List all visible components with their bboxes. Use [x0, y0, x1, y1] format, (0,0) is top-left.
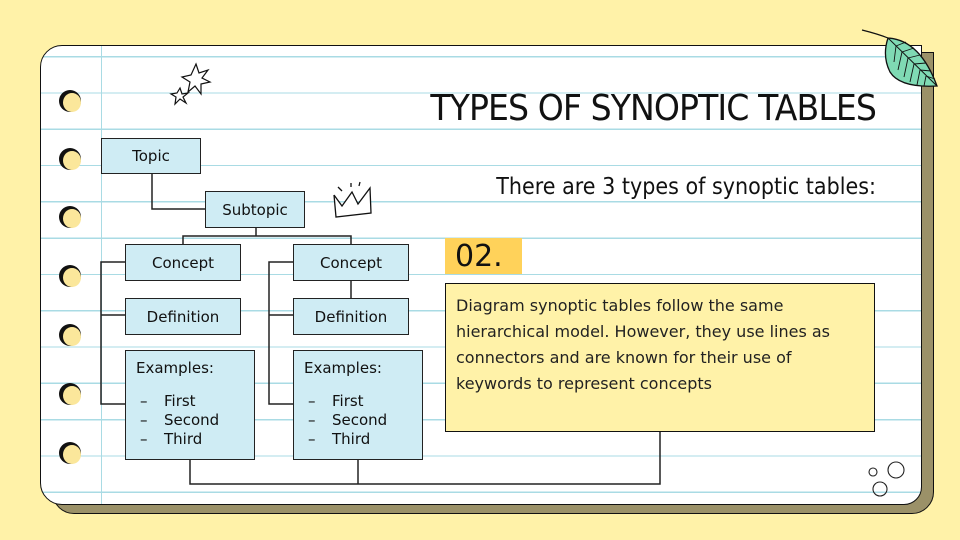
- example-item: Third: [304, 430, 412, 449]
- subtopic-node: Subtopic: [205, 191, 305, 228]
- definition-node: Definition: [125, 298, 241, 335]
- examples-node: Examples: First Second Third: [293, 350, 423, 460]
- example-item: Third: [136, 430, 244, 449]
- binder-hole: [59, 206, 81, 228]
- definition-label: Definition: [146, 307, 220, 326]
- concept-label: Concept: [151, 253, 215, 272]
- example-item: Second: [304, 411, 412, 430]
- topic-node: Topic: [101, 138, 201, 174]
- topic-label: Topic: [132, 147, 170, 165]
- binder-hole: [59, 383, 81, 405]
- leaf-icon: [861, 29, 938, 87]
- crown-icon: [333, 181, 372, 218]
- example-item: First: [136, 392, 244, 411]
- page-title: TYPES OF SYNOPTIC TABLES: [430, 88, 877, 129]
- examples-list: First Second Third: [304, 392, 412, 449]
- examples-label: Examples:: [304, 359, 382, 377]
- definition-node: Definition: [293, 298, 409, 335]
- example-item: Second: [136, 411, 244, 430]
- example-item: First: [304, 392, 412, 411]
- concept-node: Concept: [125, 244, 241, 281]
- description-box: Diagram synoptic tables follow the same …: [445, 283, 875, 432]
- star-icon: [169, 62, 212, 106]
- concept-node: Concept: [293, 244, 409, 281]
- concept-label: Concept: [319, 253, 383, 272]
- subtopic-label: Subtopic: [222, 200, 288, 219]
- examples-node: Examples: First Second Third: [125, 350, 255, 460]
- binder-hole: [59, 265, 81, 287]
- binder-hole: [59, 90, 81, 112]
- examples-list: First Second Third: [136, 392, 244, 449]
- bubbles-icon: [868, 461, 905, 497]
- binder-hole: [59, 324, 81, 346]
- definition-label: Definition: [314, 307, 388, 326]
- binder-hole: [59, 442, 81, 464]
- examples-label: Examples:: [136, 359, 214, 377]
- subtitle: There are 3 types of synoptic tables:: [496, 174, 876, 200]
- section-number: 02.: [445, 238, 522, 274]
- binder-hole: [59, 148, 81, 170]
